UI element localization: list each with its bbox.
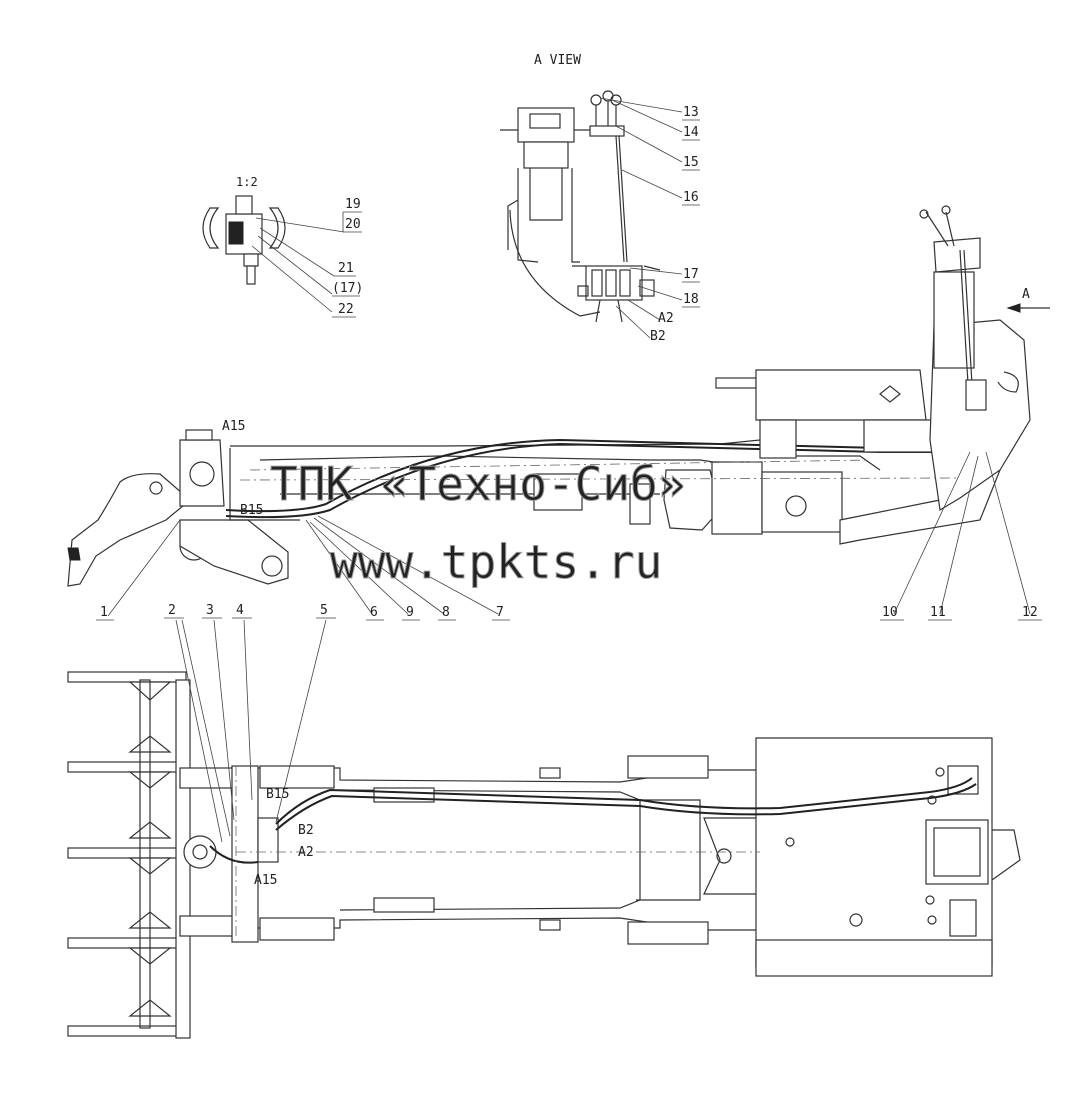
callout-10: 10 xyxy=(882,605,898,620)
callout-18: 18 xyxy=(683,292,699,307)
callout-17-ref: (17) xyxy=(332,281,363,296)
watermark-line2: www.tpkts.ru xyxy=(330,535,662,589)
callout-16: 16 xyxy=(683,190,699,205)
top-view-labels: 2 3 4 5 B15 B2 A2 A15 xyxy=(164,603,336,888)
callout-12: 12 xyxy=(1022,605,1038,620)
callout-21: 21 xyxy=(338,261,354,276)
callout-4: 4 xyxy=(236,603,244,618)
callout-6: 6 xyxy=(370,605,378,620)
callout-2: 2 xyxy=(168,603,176,618)
callout-20: 20 xyxy=(345,217,361,232)
scale-label: 1:2 xyxy=(236,175,258,189)
side-view xyxy=(67,205,1031,617)
watermark-line1: ТПК «Техно-Сиб» xyxy=(270,457,685,511)
callout-5: 5 xyxy=(320,603,328,618)
view-title: A VIEW xyxy=(534,53,581,68)
callout-13: 13 xyxy=(683,105,699,120)
view-arrow-a: A xyxy=(1006,287,1050,313)
callout-7: 7 xyxy=(496,605,504,620)
callout-3: 3 xyxy=(206,603,214,618)
callout-11: 11 xyxy=(930,605,946,620)
side-view-labels: A15 B15 1 6 9 8 7 10 11 12 xyxy=(96,419,1042,621)
ripper-teeth xyxy=(67,671,187,1037)
callout-15: 15 xyxy=(683,155,699,170)
callout-22: 22 xyxy=(338,302,354,317)
callout-19: 19 xyxy=(345,197,361,212)
callout-9: 9 xyxy=(406,605,414,620)
port-b15-top: B15 xyxy=(266,787,289,802)
callout-8: 8 xyxy=(442,605,450,620)
watermark: ТПК «Техно-Сиб» www.tpkts.ru xyxy=(270,457,686,590)
a-view: A VIEW xyxy=(500,53,683,339)
callout-14: 14 xyxy=(683,125,699,140)
port-b2-top: B2 xyxy=(298,823,314,838)
callout-17: 17 xyxy=(683,267,699,282)
port-b2-view: B2 xyxy=(650,329,666,344)
view-arrow-label: A xyxy=(1022,287,1030,302)
a-view-callouts: 13 14 15 16 17 18 A2 B2 xyxy=(650,105,700,344)
detail-scale-view: 1:2 xyxy=(202,175,345,313)
top-view xyxy=(67,619,1021,1039)
port-a15-top: A15 xyxy=(254,873,277,888)
port-a15-side: A15 xyxy=(222,419,245,434)
detail-callouts: 19 20 21 (17) 22 xyxy=(332,197,363,318)
callout-1: 1 xyxy=(100,605,108,620)
port-b15-side: B15 xyxy=(240,503,263,518)
port-a2-top: A2 xyxy=(298,845,314,860)
port-a2-view: A2 xyxy=(658,311,674,326)
